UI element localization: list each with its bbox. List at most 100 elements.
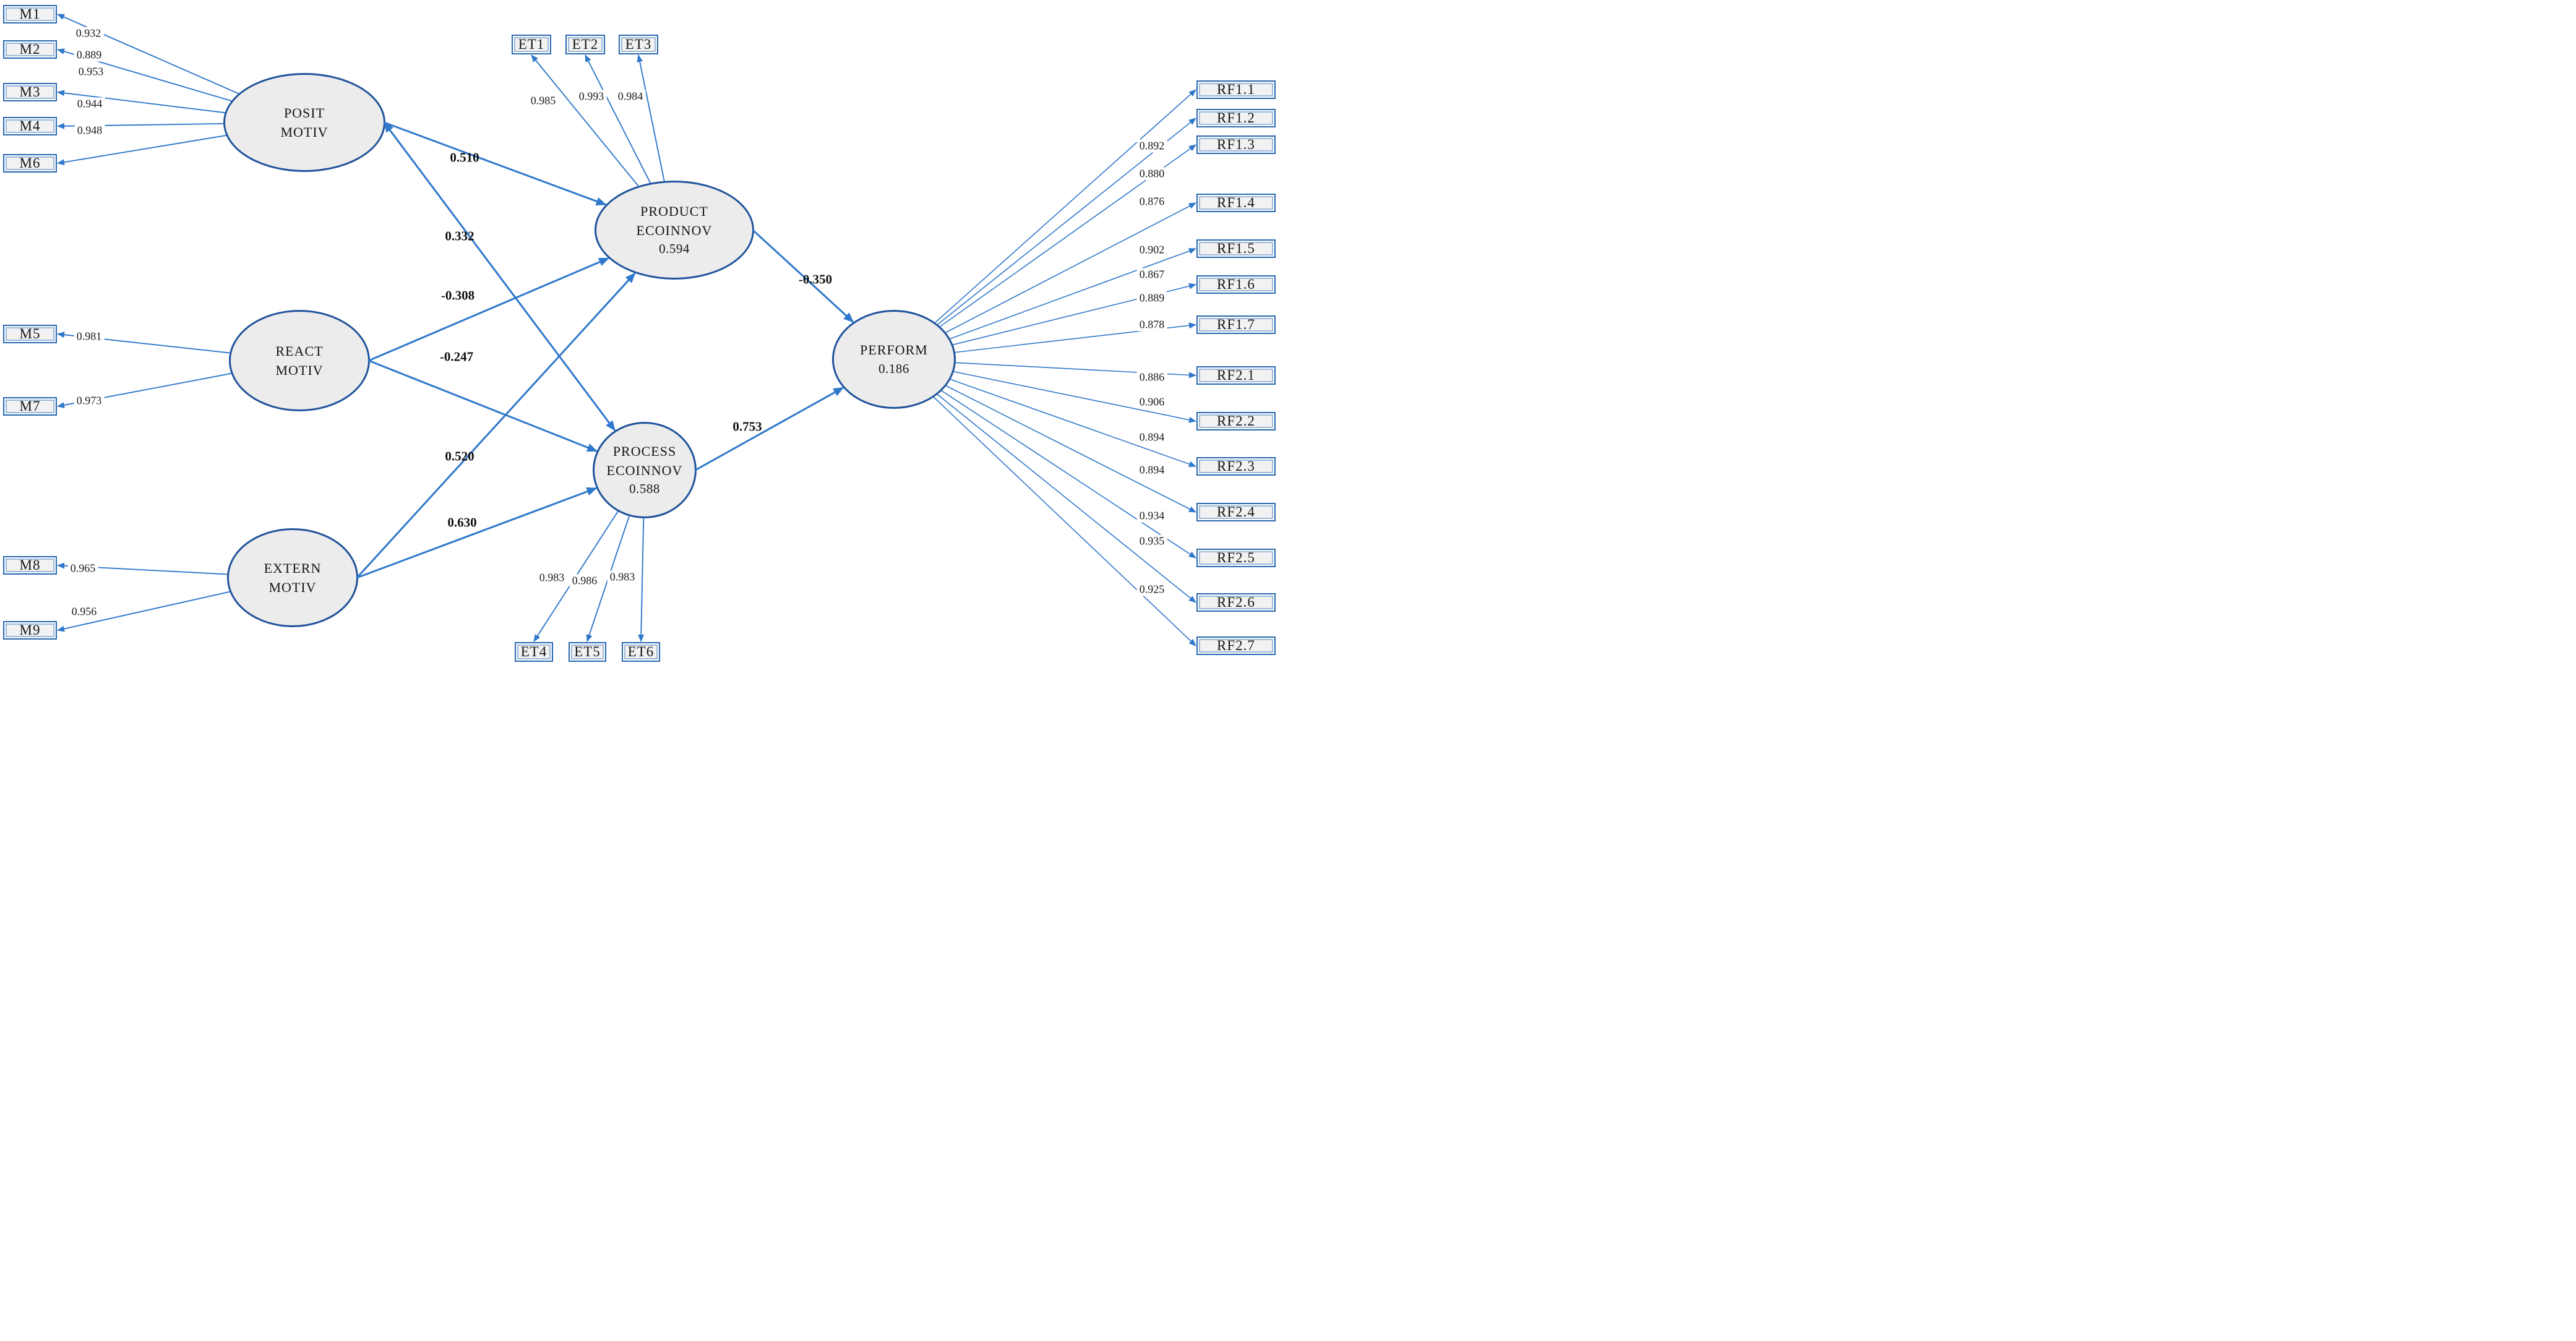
loading-RF1.3: 0.876 [1136, 195, 1167, 208]
loading-M3: 0.953 [75, 65, 106, 79]
indicator-ET4: ET4 [515, 642, 553, 662]
loading-ET5: 0.986 [569, 574, 600, 588]
path-coef-product-perform: -0.350 [798, 272, 833, 287]
edge-perform-RF2.4 [946, 385, 1196, 513]
latent-label: MOTIV [275, 362, 324, 378]
indicator-M7: M7 [3, 397, 57, 416]
indicator-M3: M3 [3, 83, 57, 101]
latent-r2-value: 0.594 [659, 241, 690, 257]
loading-M2: 0.889 [74, 48, 105, 62]
loading-M4: 0.944 [74, 97, 105, 111]
loading-RF2.1: 0.886 [1136, 371, 1167, 384]
loading-M1: 0.932 [73, 27, 104, 40]
indicator-RF1.4: RF1.4 [1196, 194, 1276, 212]
loading-M7: 0.973 [74, 394, 105, 408]
loading-RF1.4: 0.902 [1136, 243, 1167, 257]
loading-RF2.5: 0.934 [1136, 509, 1167, 523]
path-coef-posit-product: 0.510 [450, 150, 479, 165]
indicator-M6: M6 [3, 154, 57, 173]
indicator-RF2.2: RF2.2 [1196, 412, 1276, 431]
indicator-RF1.7: RF1.7 [1196, 315, 1276, 334]
edge-product-ET3 [637, 54, 665, 181]
loading-RF1.1: 0.892 [1136, 139, 1167, 153]
indicator-M5: M5 [3, 325, 57, 343]
indicator-RF1.1: RF1.1 [1196, 80, 1276, 99]
loading-RF2.4: 0.894 [1136, 463, 1167, 477]
latent-label: MOTIV [268, 580, 317, 595]
path-react-process [368, 359, 598, 452]
indicator-M8: M8 [3, 556, 57, 575]
latent-perform: PERFORM 0.186 [832, 310, 956, 409]
indicator-M4: M4 [3, 117, 57, 135]
indicator-RF1.3: RF1.3 [1196, 135, 1276, 154]
path-product-perform [752, 229, 854, 323]
loading-ET1: 0.985 [528, 94, 559, 108]
latent-label: PERFORM [860, 342, 928, 358]
path-extern-process [356, 487, 598, 579]
indicator-ET5: ET5 [569, 642, 606, 662]
loading-RF2.3: 0.894 [1136, 431, 1167, 444]
edge-perform-RF1.2 [937, 118, 1196, 325]
edge-perform-RF2.3 [950, 379, 1196, 468]
edge-perform-RF1.5 [950, 248, 1196, 340]
indicator-ET2: ET2 [565, 35, 605, 54]
loading-M6: 0.948 [74, 124, 105, 137]
loading-M5: 0.981 [74, 330, 105, 343]
path-coef-extern-process: 0.630 [447, 515, 477, 530]
indicator-RF2.6: RF2.6 [1196, 593, 1276, 612]
loading-RF2.6: 0.935 [1136, 534, 1167, 548]
loading-RF2.7: 0.925 [1136, 583, 1167, 596]
latent-process: PROCESS ECOINNOV 0.588 [593, 422, 697, 518]
indicator-RF2.4: RF2.4 [1196, 503, 1276, 521]
indicator-ET1: ET1 [512, 35, 551, 54]
edges-layer [57, 14, 1196, 646]
edge-perform-RF1.1 [935, 89, 1196, 323]
indicator-M1: M1 [3, 5, 57, 24]
edge-perform-RF2.2 [953, 371, 1196, 423]
edge-perform-RF2.7 [933, 396, 1196, 646]
edge-extern-M9 [57, 591, 230, 632]
loading-ET4: 0.983 [536, 571, 567, 585]
indicator-M2: M2 [3, 40, 57, 59]
latent-label: ECOINNOV [636, 223, 713, 239]
latent-label: PROCESS [612, 443, 677, 459]
path-process-perform [695, 387, 844, 471]
indicator-RF2.3: RF2.3 [1196, 457, 1276, 476]
path-coef-react-product: -0.308 [440, 288, 475, 303]
indicator-RF2.7: RF2.7 [1196, 636, 1276, 655]
latent-r2-value: 0.186 [878, 361, 909, 376]
path-extern-product [356, 272, 636, 579]
path-posit-process [383, 121, 616, 432]
latent-r2-value: 0.588 [629, 481, 660, 497]
latent-label: MOTIV [280, 124, 328, 140]
indicator-RF1.2: RF1.2 [1196, 109, 1276, 127]
loading-RF2.2: 0.906 [1136, 395, 1167, 409]
indicator-RF2.5: RF2.5 [1196, 549, 1276, 567]
indicator-RF1.5: RF1.5 [1196, 239, 1276, 258]
edge-process-ET6 [638, 518, 645, 642]
edge-product-ET2 [585, 54, 651, 184]
loading-RF1.7: 0.878 [1136, 318, 1167, 332]
indicator-RF2.1: RF2.1 [1196, 366, 1276, 385]
edge-perform-RF2.5 [941, 390, 1196, 559]
path-react-product [368, 257, 610, 362]
latent-label: POSIT [283, 105, 325, 121]
edge-posit-M6 [57, 134, 226, 166]
edge-perform-RF1.4 [945, 202, 1196, 333]
loading-RF1.5: 0.867 [1136, 268, 1167, 281]
path-coef-process-perform: 0.753 [732, 419, 762, 434]
indicator-ET6: ET6 [622, 642, 660, 662]
indicator-RF1.6: RF1.6 [1196, 275, 1276, 294]
loading-RF1.2: 0.880 [1136, 167, 1167, 181]
path-coef-react-process: -0.247 [439, 349, 474, 364]
latent-label: REACT [275, 343, 324, 359]
path-coef-extern-product: 0.520 [445, 448, 474, 464]
indicator-ET3: ET3 [619, 35, 658, 54]
path-coef-posit-process: 0.332 [445, 228, 474, 244]
loading-M8: 0.965 [67, 562, 98, 575]
latent-label: ECOINNOV [606, 463, 683, 479]
